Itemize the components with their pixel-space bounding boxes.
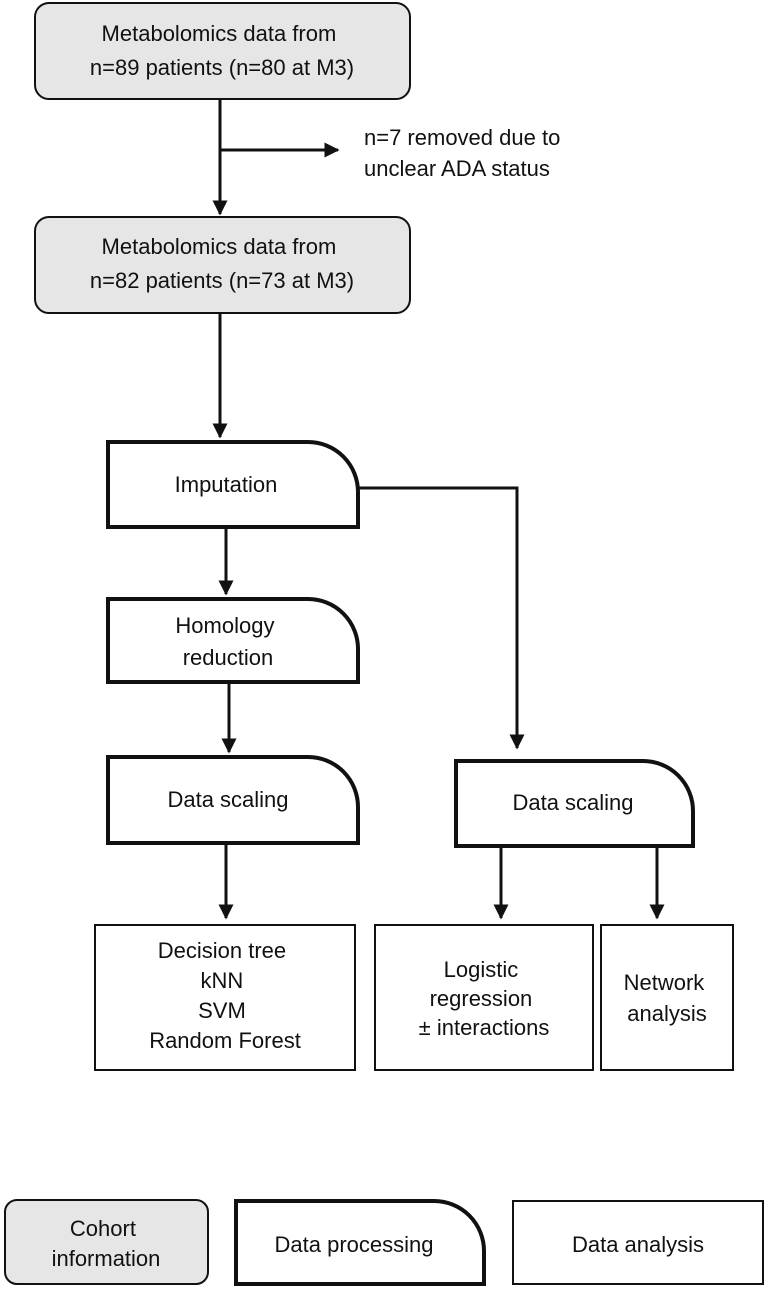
- cohort-final-text: Metabolomics data from n=82 patients (n=…: [90, 234, 354, 293]
- data-scaling-left-text: Data scaling: [167, 787, 288, 812]
- legend-analysis-box: [512, 1200, 764, 1285]
- logistic-line-2: regression: [430, 986, 533, 1011]
- cohort-initial-line-1: Metabolomics data from: [102, 21, 337, 46]
- data-scaling-right-line-1: Data scaling: [512, 790, 633, 815]
- legend-cohort-line-2: information: [52, 1246, 161, 1271]
- legend-analysis-text: Data analysis: [572, 1232, 704, 1257]
- legend-analysis-line-1: Data analysis: [572, 1232, 704, 1257]
- arrow-imputation-to-right-scaling: [358, 486, 525, 750]
- data-scaling-right-text: Data scaling: [512, 790, 633, 815]
- legend-processing-line-1: Data processing: [275, 1232, 434, 1257]
- data-scaling-left-box: [106, 755, 360, 845]
- homology-line-2: reduction: [183, 645, 274, 670]
- data-scaling-left-line-1: Data scaling: [167, 787, 288, 812]
- logistic-regression-box: [374, 924, 594, 1071]
- network-analysis-box: [600, 924, 734, 1071]
- homology-text: Homology reduction: [175, 613, 280, 670]
- cohort-box-final: [34, 216, 411, 314]
- logistic-line-1: Logistic: [444, 957, 519, 982]
- ml-line-knn: kNN: [201, 968, 244, 993]
- imputation-box: [106, 440, 360, 529]
- legend-cohort-text: Cohort information: [52, 1216, 161, 1271]
- data-scaling-right-box: [454, 759, 695, 848]
- cohort-initial-line-2: n=89 patients (n=80 at M3): [90, 55, 354, 80]
- legend-cohort-box: [4, 1199, 209, 1285]
- imputation-text: Imputation: [175, 472, 278, 497]
- cohort-final-line-2: n=82 patients (n=73 at M3): [90, 268, 354, 293]
- network-text: Network analysis: [624, 970, 711, 1026]
- ml-models-box: [94, 924, 356, 1071]
- cohort-initial-text: Metabolomics data from n=89 patients (n=…: [90, 21, 354, 80]
- cohort-final-line-1: Metabolomics data from: [102, 234, 337, 259]
- ml-models-text: Decision tree kNN SVM Random Forest: [149, 938, 301, 1053]
- legend: Cohort information Data processing Data …: [4, 1199, 764, 1286]
- imputation-line-1: Imputation: [175, 472, 278, 497]
- network-line-2: analysis: [627, 1001, 706, 1026]
- connectors: [212, 99, 665, 920]
- exclusion-line-1: n=7 removed due to: [364, 125, 560, 150]
- network-line-1: Network: [624, 970, 706, 995]
- exclusion-line-2: unclear ADA status: [364, 156, 550, 181]
- ml-line-random-forest: Random Forest: [149, 1028, 301, 1053]
- logistic-line-3: ± interactions: [419, 1015, 550, 1040]
- ml-line-svm: SVM: [198, 998, 246, 1023]
- ml-line-decision-tree: Decision tree: [158, 938, 286, 963]
- homology-reduction-box: [106, 597, 360, 684]
- cohort-box-initial: [34, 2, 411, 100]
- exclusion-note: n=7 removed due to unclear ADA status: [364, 125, 566, 181]
- legend-processing-box: [234, 1199, 486, 1286]
- logistic-text: Logistic regression ± interactions: [419, 957, 550, 1040]
- legend-processing-text: Data processing: [275, 1232, 434, 1257]
- homology-line-1: Homology: [175, 613, 274, 638]
- legend-cohort-line-1: Cohort: [70, 1216, 136, 1241]
